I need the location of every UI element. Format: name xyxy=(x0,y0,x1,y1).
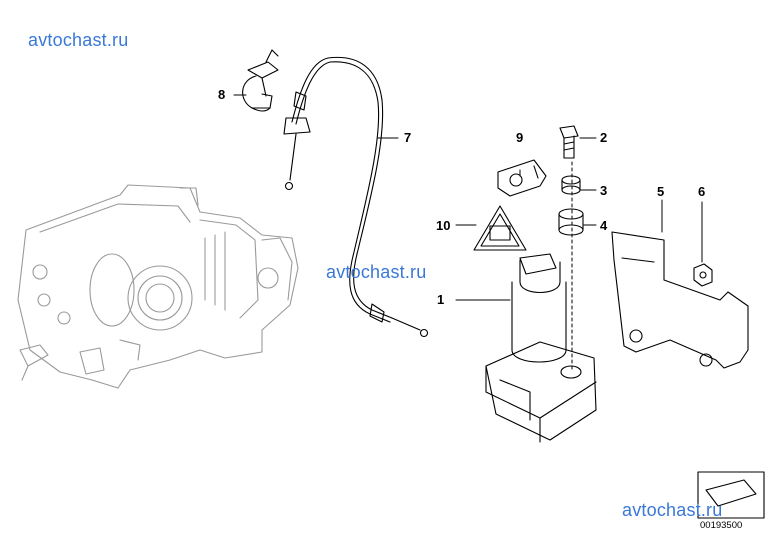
bracket-9 xyxy=(497,159,547,197)
diagram-id: 00193500 xyxy=(700,520,743,531)
callout-3: 3 xyxy=(600,183,608,198)
rubber-bush xyxy=(558,208,584,236)
bracket-5 xyxy=(611,231,749,369)
callout-5: 5 xyxy=(657,184,665,199)
callout-4: 4 xyxy=(600,218,608,233)
callout-8: 8 xyxy=(218,87,226,102)
watermark: avtochast.ru xyxy=(622,500,723,520)
watermark: avtochast.ru xyxy=(28,30,129,50)
callout-1: 1 xyxy=(437,292,445,307)
callout-7: 7 xyxy=(404,130,412,145)
throttle-body xyxy=(17,184,299,389)
leader-lines xyxy=(233,94,703,373)
diagram-symbol xyxy=(697,471,765,519)
actuator xyxy=(485,253,597,443)
callout-6: 6 xyxy=(698,184,706,199)
nut xyxy=(693,263,713,287)
bowden-cable xyxy=(283,56,429,338)
cable-clip xyxy=(242,49,279,112)
washer xyxy=(561,175,581,195)
bolt xyxy=(559,125,579,159)
watermark: avtochast.ru xyxy=(326,262,427,282)
callout-2: 2 xyxy=(600,130,608,145)
callout-10: 10 xyxy=(436,218,451,233)
warning-label xyxy=(473,205,527,251)
callout-9: 9 xyxy=(516,130,524,145)
